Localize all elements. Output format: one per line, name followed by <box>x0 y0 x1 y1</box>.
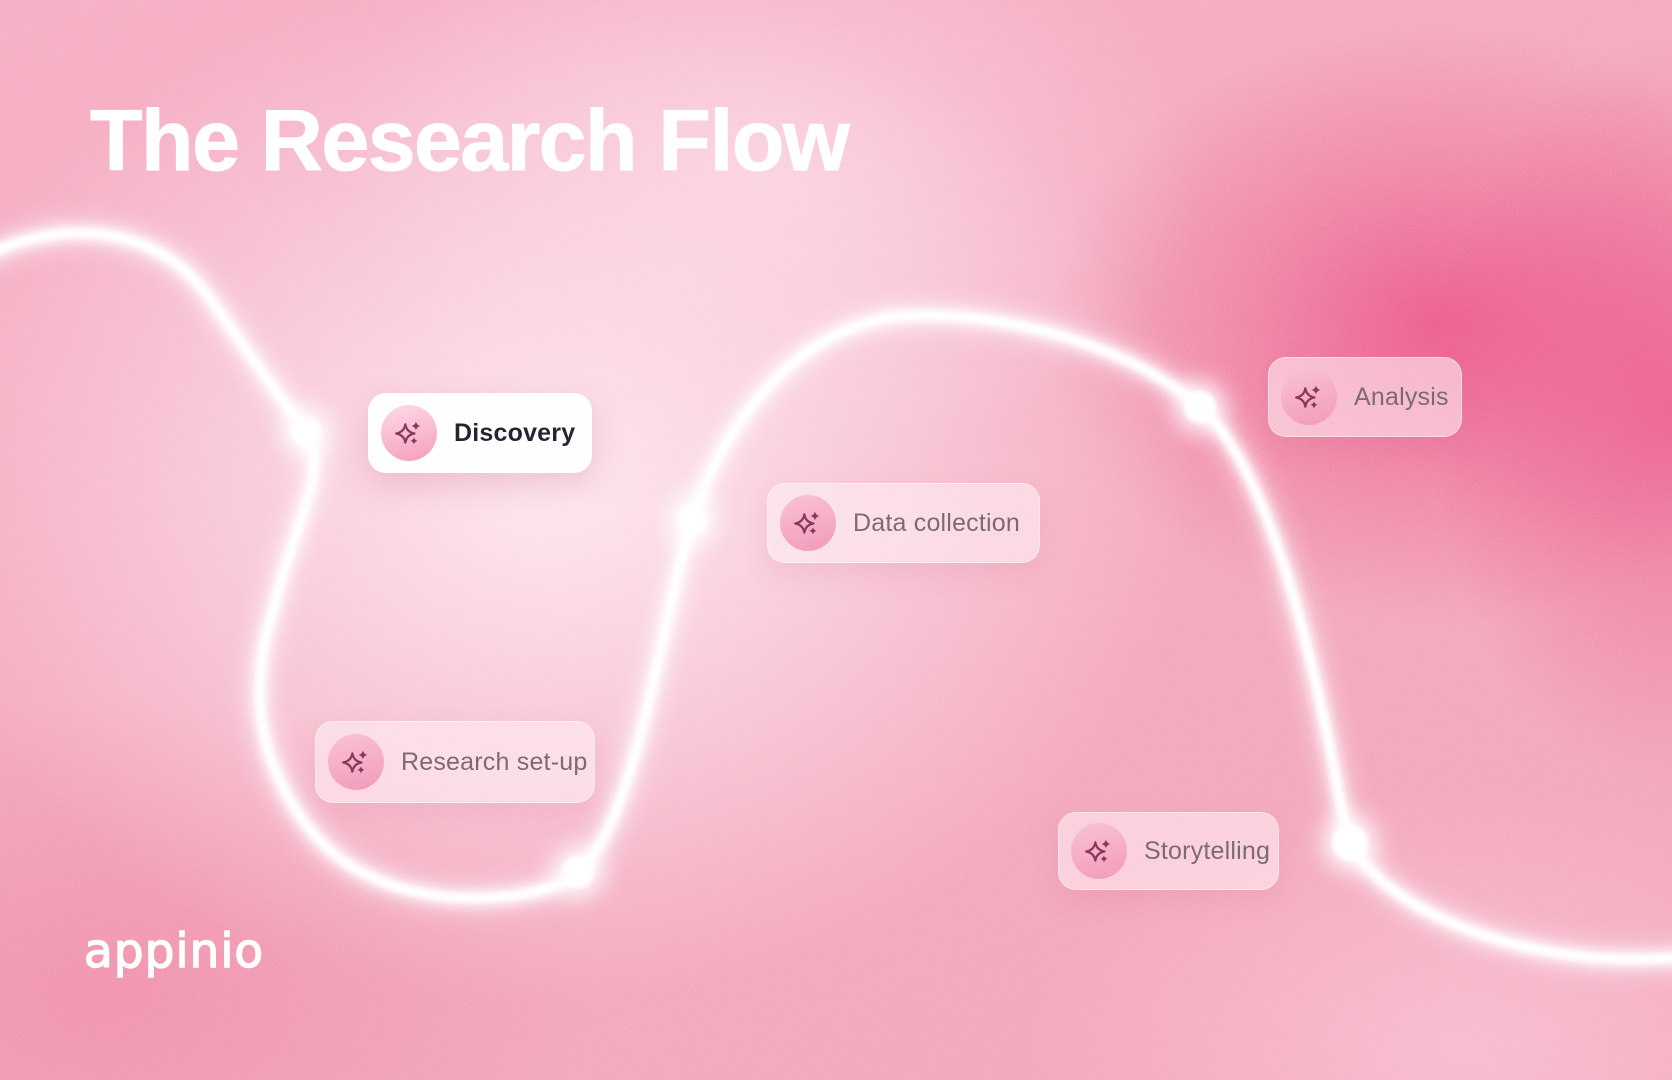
page-title: The Research Flow <box>89 93 850 190</box>
flow-step-label: Discovery <box>454 418 576 447</box>
sparkles-icon <box>328 734 384 790</box>
appinio-logo: appinio <box>83 923 265 979</box>
sparkles-icon <box>1071 823 1127 879</box>
flow-step-label: Analysis <box>1354 382 1449 411</box>
flow-step-data-collection[interactable]: Data collection <box>767 483 1040 563</box>
flow-step-label: Data collection <box>853 508 1020 537</box>
sparkles-icon <box>381 405 437 461</box>
flow-step-research-setup[interactable]: Research set-up <box>315 721 595 803</box>
sparkles-icon <box>780 495 836 551</box>
flow-step-storytelling[interactable]: Storytelling <box>1058 812 1279 890</box>
flow-step-analysis[interactable]: Analysis <box>1268 357 1462 437</box>
flow-node-analysis <box>1173 380 1227 434</box>
flow-step-label: Research set-up <box>401 747 588 776</box>
flow-path-line <box>0 218 1672 975</box>
flow-node-discovery <box>280 406 332 458</box>
flow-node-research-setup <box>551 845 605 899</box>
flow-step-discovery[interactable]: Discovery <box>368 393 592 473</box>
flow-node-data-collection <box>666 494 718 546</box>
sparkles-icon <box>1281 369 1337 425</box>
flow-node-storytelling <box>1321 814 1379 872</box>
flow-step-label: Storytelling <box>1144 836 1271 865</box>
